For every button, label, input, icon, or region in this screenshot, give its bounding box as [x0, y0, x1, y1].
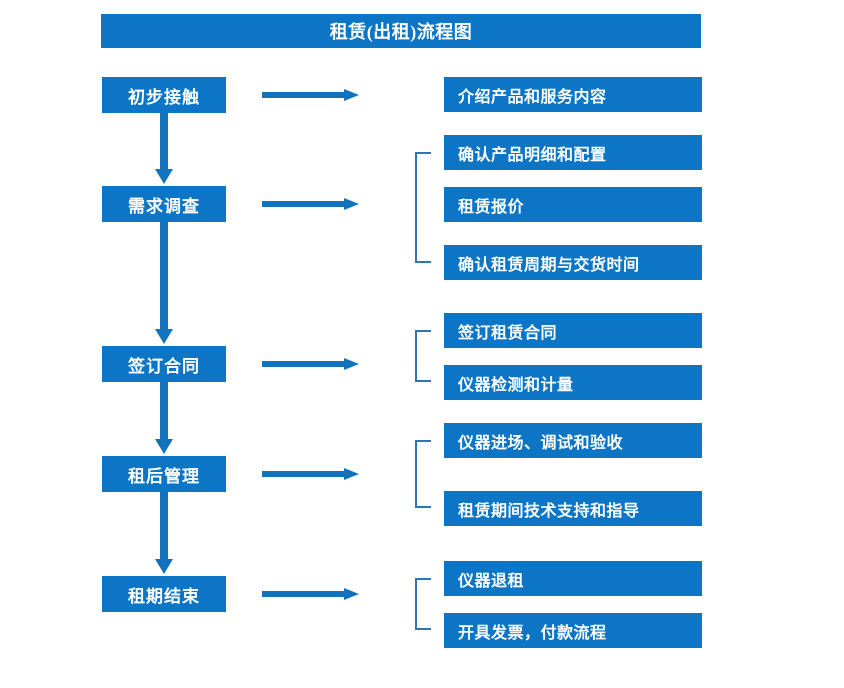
- down-arrow-icon-3: [155, 382, 173, 454]
- detail-box-2-3[interactable]: 确认租赁周期与交货时间: [444, 245, 702, 280]
- detail-box-3-1[interactable]: 签订租赁合同: [444, 313, 702, 348]
- down-arrow-icon-1: [155, 113, 173, 184]
- right-arrow-icon-3: [262, 358, 359, 370]
- stage-box-3[interactable]: 签订合同: [102, 346, 226, 382]
- bracket-icon-group-2: [415, 152, 431, 263]
- right-arrow-icon-2: [262, 198, 359, 210]
- bracket-icon-group-3: [415, 330, 431, 382]
- detail-box-2-1[interactable]: 确认产品明细和配置: [444, 135, 702, 170]
- detail-box-3-2[interactable]: 仪器检测和计量: [444, 365, 702, 400]
- down-arrow-icon-2: [155, 222, 173, 344]
- down-arrow-icon-4: [155, 492, 173, 574]
- detail-box-5-1[interactable]: 仪器退租: [444, 561, 702, 596]
- right-arrow-icon-5: [262, 588, 359, 600]
- stage-box-5[interactable]: 租期结束: [102, 576, 226, 612]
- right-arrow-icon-4: [262, 468, 359, 480]
- right-arrow-icon-1: [262, 89, 359, 101]
- detail-box-4-1[interactable]: 仪器进场、调试和验收: [444, 423, 702, 458]
- detail-box-5-2[interactable]: 开具发票，付款流程: [444, 613, 702, 648]
- detail-box-1-1[interactable]: 介绍产品和服务内容: [444, 77, 702, 112]
- detail-box-2-2[interactable]: 租赁报价: [444, 187, 702, 222]
- stage-box-2[interactable]: 需求调查: [102, 186, 226, 222]
- page-title: 租赁(出租)流程图: [101, 14, 701, 48]
- detail-box-4-2[interactable]: 租赁期间技术支持和指导: [444, 491, 702, 526]
- bracket-icon-group-4: [415, 440, 431, 508]
- stage-box-1[interactable]: 初步接触: [102, 77, 226, 113]
- stage-box-4[interactable]: 租后管理: [102, 456, 226, 492]
- bracket-icon-group-5: [415, 578, 431, 630]
